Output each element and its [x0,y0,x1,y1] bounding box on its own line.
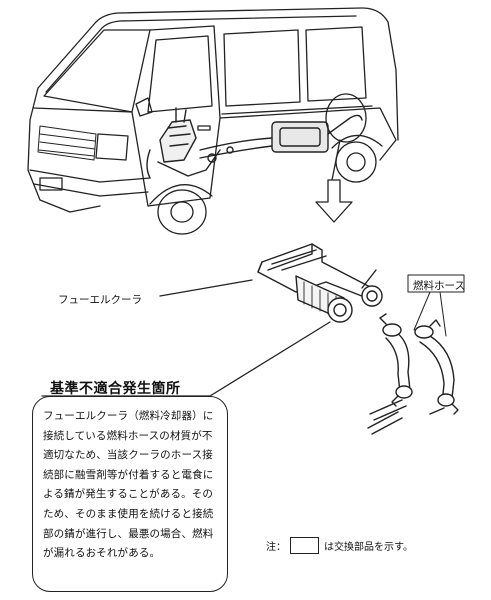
van-front-face [27,87,101,213]
fuel-cooler-label: フューエルクーラ [58,294,142,306]
van-roof-outline [37,7,399,141]
fuel-hoses-drawing [367,313,459,435]
replacement-part-swatch [290,537,319,554]
van-front-wheel [149,184,213,235]
defect-location-heading: 基準不適合発生箇所 [50,381,181,397]
van-headlight [95,133,129,161]
van-lower-body [219,107,397,161]
van-grille [37,125,97,161]
down-arrow-icon [315,179,353,223]
description-text: フューエルクーラ（燃料冷却器）に接続している燃料ホースの材質が不適切なため、当該… [43,410,214,560]
van-side-window-1 [223,29,301,107]
van-door-handle [197,125,211,131]
van-windshield [43,29,151,113]
fuel-cooler-drawing [257,243,383,323]
hose-leader-lines [413,291,447,337]
van-illustration [27,7,399,235]
hose-clamp [379,313,459,415]
note-prefix: 注： [266,542,286,553]
callout-circle [325,93,367,143]
van-door-window [147,35,213,113]
hose-label-box [407,274,465,293]
replacement-note: 注： は交換部品を示す。 [266,537,413,554]
note-suffix: は交換部品を示す。 [324,542,413,553]
van-side-window-2 [305,26,367,102]
van-slide-rail [221,105,373,115]
van-roof-edge [45,15,357,93]
description-box: フューエルクーラ（燃料冷却器）に接続している燃料ホースの材質が不適切なため、当該… [32,396,228,592]
callout-pointer [331,139,341,181]
cooler-leader-line [159,279,253,297]
van-bumper [29,169,151,197]
van-mirror [135,97,153,117]
van-hood-line [33,107,133,113]
van-license-plate [39,177,63,191]
fuel-hose-label: 燃料ホース [413,280,465,292]
fuel-system-parts [146,107,363,179]
